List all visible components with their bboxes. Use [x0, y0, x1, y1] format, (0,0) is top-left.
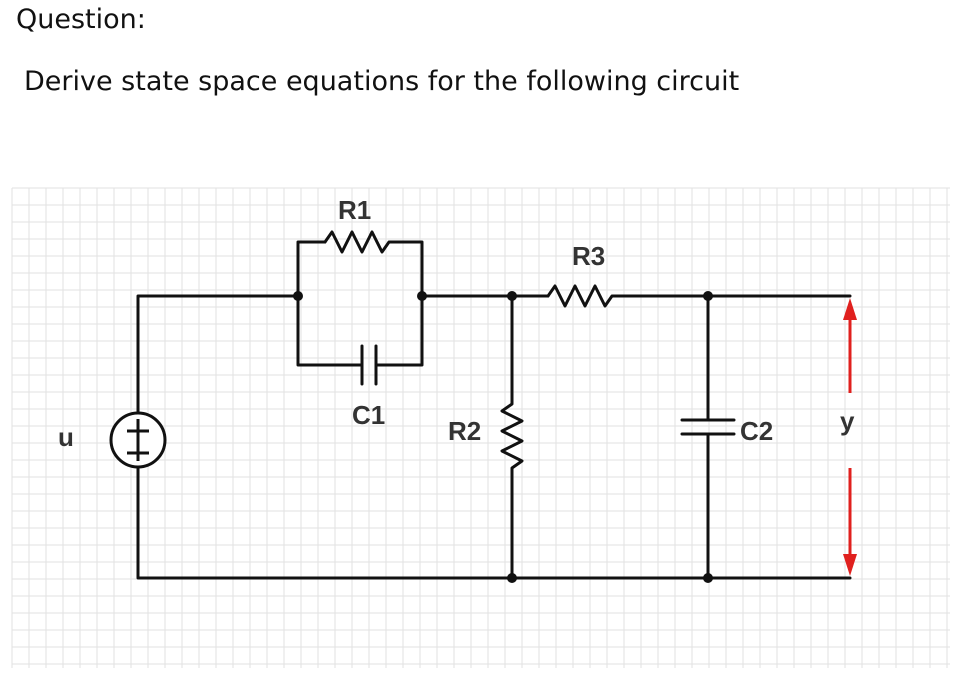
resistor-r1 — [323, 230, 424, 298]
label-r3: R3 — [572, 241, 605, 271]
label-c1: C1 — [352, 400, 385, 430]
label-output-y: y — [840, 406, 855, 436]
junctions — [293, 291, 713, 583]
label-source-u: u — [58, 422, 74, 452]
label-r2: R2 — [448, 416, 481, 446]
capacitor-c1 — [360, 344, 378, 386]
resistor-r3 — [546, 284, 852, 308]
question-title: Question: — [16, 4, 146, 35]
wire-left-bottom — [136, 465, 852, 580]
label-r1: R1 — [338, 195, 371, 225]
question-text: Derive state space equations for the fol… — [24, 66, 740, 97]
voltage-source — [109, 411, 167, 469]
label-c2: C2 — [740, 416, 773, 446]
output-arrow — [843, 298, 857, 576]
wire-c1-branch — [296, 294, 424, 367]
wire-r1-branch — [296, 240, 327, 298]
resistor-r2 — [500, 294, 524, 580]
wire-left-top — [136, 294, 300, 415]
capacitor-c2 — [680, 418, 736, 436]
